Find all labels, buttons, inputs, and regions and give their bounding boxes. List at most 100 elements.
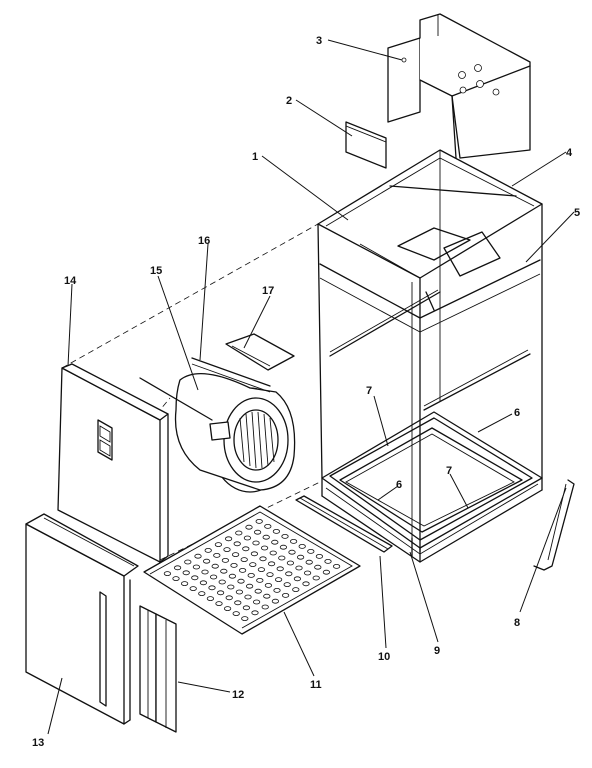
perforation-hole [242,605,250,611]
perforation-hole [208,585,216,591]
perforation-hole [263,593,271,599]
perforation-hole [266,572,274,577]
perforation-hole [255,519,263,524]
perforation-hole [271,539,279,545]
perforation-hole [198,591,206,596]
perforation-hole [251,610,259,616]
callout-6a: 6 [514,407,520,419]
perforation-hole [259,556,267,562]
perforation-hole [213,553,221,558]
perforation-hole [296,554,305,560]
perforation-hole [220,568,228,574]
plate-perforations [163,519,341,621]
perforation-hole [232,552,240,557]
perforation-hole [273,588,281,593]
perforation-hole [184,559,192,565]
perforation-hole [245,524,253,530]
perforation-hole [203,558,211,564]
perforation-hole [332,564,341,569]
perforation-hole [292,587,300,592]
callout-2: 2 [286,95,292,107]
callout-3: 3 [316,35,322,47]
perforation-hole [286,560,294,566]
callout-7a: 7 [366,385,372,397]
perforation-hole [324,559,332,564]
callout-16: 16 [198,235,210,247]
perforation-hole [276,566,284,572]
perforation-hole [285,571,293,577]
perforation-hole [191,575,199,581]
perforation-hole [201,569,209,575]
perforation-hole [312,575,320,581]
perforation-hole [239,568,247,573]
perforation-hole [235,530,243,536]
perforation-hole [264,583,272,588]
control-box-part-3 [387,13,531,159]
blower-assembly-part-15 [139,357,296,493]
callout-1: 1 [252,151,258,163]
perforation-hole [174,565,182,571]
callout-11: 11 [310,679,322,691]
perforation-hole [289,539,298,544]
perforation-hole [243,535,251,541]
callout-7b: 7 [446,465,452,477]
perforation-hole [189,586,197,591]
perforation-hole [274,577,283,582]
perforation-hole [228,573,236,579]
callout-14: 14 [64,275,77,287]
perforation-hole [241,616,249,621]
callout-8: 8 [514,617,520,629]
callout-15: 15 [150,265,162,277]
perforation-hole [257,567,265,572]
perforation-hole [218,579,226,585]
perforation-hole [315,554,323,559]
perforation-hole [283,582,291,587]
perforation-hole [225,536,233,542]
slide-rail-part-10 [295,495,393,553]
perforation-hole [235,589,243,595]
perforation-hole [227,584,235,590]
perforation-hole [303,570,312,576]
filter-rod-part-8 [533,479,575,571]
leader-lines [47,39,575,735]
perforation-hole [269,550,277,556]
perforation-hole [322,569,330,575]
perforation-hole [253,599,261,605]
perforation-hole [250,551,258,557]
perforation-hole [254,529,262,535]
perforation-hole [305,559,313,565]
perforation-hole [256,578,264,583]
front-panel-part-14 [57,363,169,563]
perforation-hole [279,544,287,550]
perforation-hole [214,542,222,547]
perforation-hole [278,555,286,561]
filter-rack-parts-6-7-9 [321,411,543,563]
perforation-hole [194,553,202,559]
callout-10: 10 [378,651,390,663]
callout-17: 17 [262,285,274,297]
perforation-hole [224,606,232,611]
callout-13: 13 [32,737,44,749]
perforation-hole [244,594,252,600]
perforation-hole [272,529,280,534]
callout-labels: 3 2 1 4 5 16 15 17 14 7 6 6 7 8 9 10 11 … [32,35,580,749]
perforation-hole [210,574,218,580]
perforation-hole [199,580,207,586]
plate-part-17 [225,333,295,371]
perforation-hole [172,576,180,581]
side-strip-part-12 [139,605,177,733]
callout-5: 5 [574,207,580,219]
perforation-hole [206,596,214,601]
perforation-hole [288,549,296,555]
perforated-plate-part-11 [143,505,361,635]
perforation-hole [237,578,245,584]
perforation-hole [234,600,242,606]
perforation-hole [298,544,306,549]
perforation-hole [225,595,233,601]
perforation-hole [267,561,276,567]
perforation-hole [182,570,190,576]
perforation-hole [163,571,171,576]
perforation-hole [262,534,270,540]
perforation-hole [211,563,219,569]
perforation-hole [242,546,250,552]
